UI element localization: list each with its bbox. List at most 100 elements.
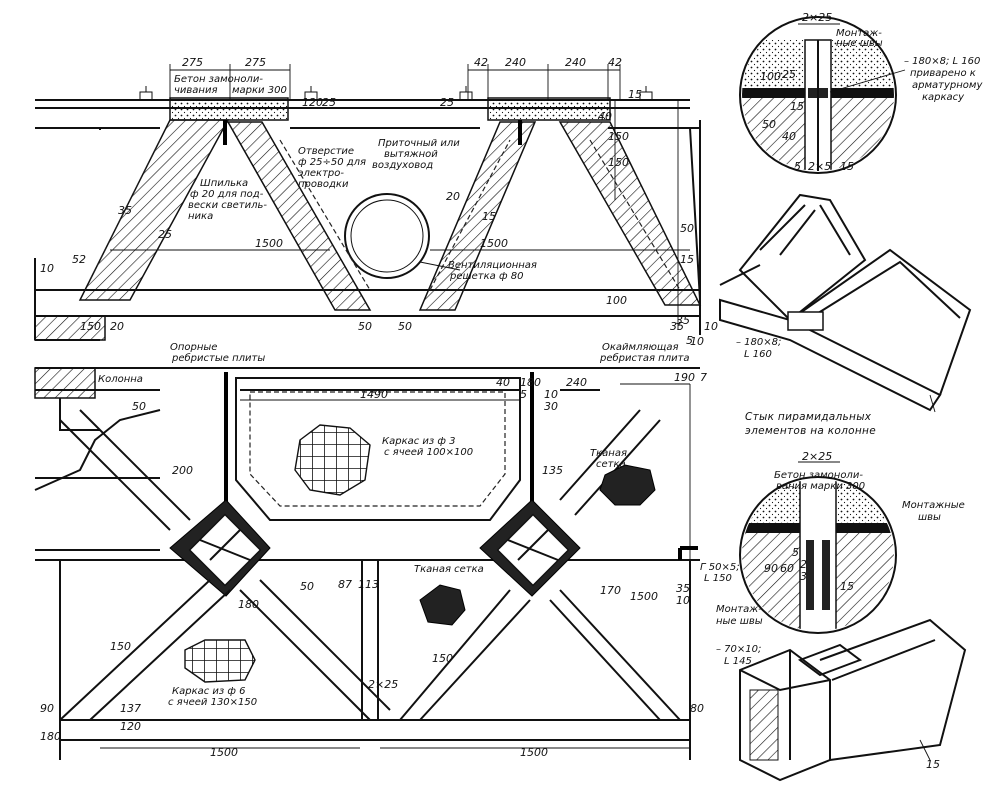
dim-misc-5: 35 (118, 204, 132, 217)
dim-bottom-20: 20 (110, 320, 124, 333)
dim-section-42-a: 42 (474, 56, 488, 69)
section-support-block (34, 315, 106, 341)
dim-bottom-52: 52 (72, 253, 86, 266)
callout-hole-l3: электро- (298, 168, 344, 179)
callout-grille-l2: решетка ф 80 (449, 271, 523, 282)
dim-bottom-150: 150 (80, 320, 101, 333)
plan-inner-170: 170 (600, 584, 621, 597)
dim-misc-8: 50 (680, 222, 694, 235)
plan-dim-30: 30 (544, 400, 558, 413)
detail-bottom-weld2-l2: ные швы (716, 616, 763, 627)
label-edge-plate-l1: Окаймляющая (602, 342, 678, 353)
section-rib-right-b (558, 121, 702, 306)
callout-hole-l2: ф 25÷50 для (298, 157, 366, 168)
plan-bottom-1500-a: 1500 (210, 746, 238, 759)
section-view (34, 64, 702, 341)
dim-misc-11: 150 (608, 130, 629, 143)
detail-bottom-90: 90 (764, 562, 778, 575)
plan-dim-10: 10 (544, 388, 558, 401)
plan-inner-1500: 1500 (630, 590, 658, 603)
dim-section-42-b: 42 (608, 56, 622, 69)
section-rib-right-a (418, 121, 537, 311)
iso-top-plate-l1: – 180×8; (736, 337, 781, 348)
plan-inner-150: 150 (432, 652, 453, 665)
duct-circle (344, 193, 430, 279)
callout-concrete-l3: марки 300 (232, 85, 287, 96)
plan-side-80: 80 (690, 702, 704, 715)
dim-misc-6: 20 (446, 190, 460, 203)
callout-grille-l1: Вентиляционная (448, 260, 537, 271)
iso-top-labels: – 180×8; L 160 (736, 337, 781, 360)
dim-misc-3: 40 (598, 110, 612, 123)
label-support-plates-l1: Опорные (170, 342, 217, 353)
detail-top-side-50: 50 (762, 118, 776, 131)
detail-top-side-25: 25 (782, 68, 796, 81)
plan-inner-50: 50 (300, 580, 314, 593)
dim-misc-1: 120 (302, 96, 323, 109)
iso-bottom-dim-15: 15 (926, 758, 940, 771)
detail-top-weld-l1: Монтаж- (836, 28, 882, 39)
callout-duct-l2: вытяжной (384, 149, 438, 160)
plan-inner-180: 180 (238, 598, 259, 611)
detail-bottom-5: 5 (792, 546, 799, 559)
plan-inner-135: 135 (542, 464, 563, 477)
detail-bottom-concrete-l2: вания марки 300 (776, 481, 865, 492)
dim-bottom-50-b: 50 (398, 320, 412, 333)
plan-side-90: 90 (40, 702, 54, 715)
plan-dim-240: 240 (566, 376, 587, 389)
dim-section-275-a: 275 (182, 56, 203, 69)
callout-stud-l1: Шпилька (200, 178, 248, 189)
dim-misc-15: 10 (690, 335, 704, 348)
plan-dim-7: 7 (700, 371, 707, 384)
plan-node-left (169, 499, 271, 597)
callout-stud-l4: ника (188, 211, 213, 222)
detail-top-side-100: 100 (760, 70, 781, 83)
label-cage-top-l2: с ячеей 100×100 (384, 447, 473, 458)
dim-misc-2: 25 (440, 96, 454, 109)
detail-top-plate-l2: приварено к (910, 68, 976, 79)
detail-top-dim-2x25: 2×25 (802, 11, 832, 24)
dim-bottom-50-a: 50 (358, 320, 372, 333)
iso-top (719, 193, 972, 413)
detail-top-plate-l1: – 180×8; L 160 (904, 56, 980, 67)
callout-concrete-l1: Бетон замоноли- (174, 74, 263, 85)
callout-hole-l1: Отверстие (298, 146, 354, 157)
label-angle-l2: L 150 (704, 573, 732, 584)
plan-dim-190: 190 (674, 371, 695, 384)
plan-octagon-panel (235, 377, 521, 521)
caption-joint-l1: Стык пирамидальных (745, 411, 872, 423)
callout-hole-l4: проводки (298, 179, 349, 190)
dim-misc-12: 100 (606, 294, 627, 307)
detail-bottom-labels: 2×25 Бетон замоноли- вания марки 300 Мон… (716, 450, 965, 627)
dim-misc-10: 25 (158, 228, 172, 241)
plan-view (34, 367, 700, 760)
span-left: 1500 (255, 237, 283, 250)
detail-bottom-2: 2 (800, 558, 807, 571)
span-right: 1500 (480, 237, 508, 250)
label-edge-plate-l2: ребристая плита (599, 352, 690, 364)
detail-top-bottom-2x5: 2×5 (808, 160, 831, 173)
label-support-plates-l2: ребристые плиты (171, 352, 265, 364)
plan-column (34, 367, 96, 399)
dim-section-240-b: 240 (565, 56, 586, 69)
iso-bottom-plate-l2: L 145 (724, 656, 752, 667)
fabric-patch-center (419, 584, 466, 626)
duct-circle-inner (350, 199, 424, 273)
iso-bottom-labels: – 70×10; L 145 15 (716, 644, 940, 771)
dim-misc-14: 15 (680, 253, 694, 266)
detail-top-bottom-5: 5 (794, 160, 801, 173)
plan-node-right (479, 499, 581, 597)
plan-octagon-inner (249, 391, 506, 507)
detail-bottom-60: 60 (780, 562, 794, 575)
detail-top-side-15: 15 (790, 100, 804, 113)
dim-bottom-35: 35 (670, 320, 684, 333)
label-angle-l1: Г 50×5; (700, 562, 740, 573)
iso-bottom-plate-l1: – 70×10; (716, 644, 761, 655)
dim-bottom-10b: 10 (704, 320, 718, 333)
detail-top-side-40: 40 (782, 130, 796, 143)
dim-misc-4: 15 (628, 88, 642, 101)
detail-bottom-3: 3 (800, 570, 807, 583)
label-cage-bottom-l1: Каркас из ф 6 (172, 686, 246, 697)
section-labels: 275 275 42 240 240 42 Бетон замоноли- чи… (40, 56, 718, 348)
